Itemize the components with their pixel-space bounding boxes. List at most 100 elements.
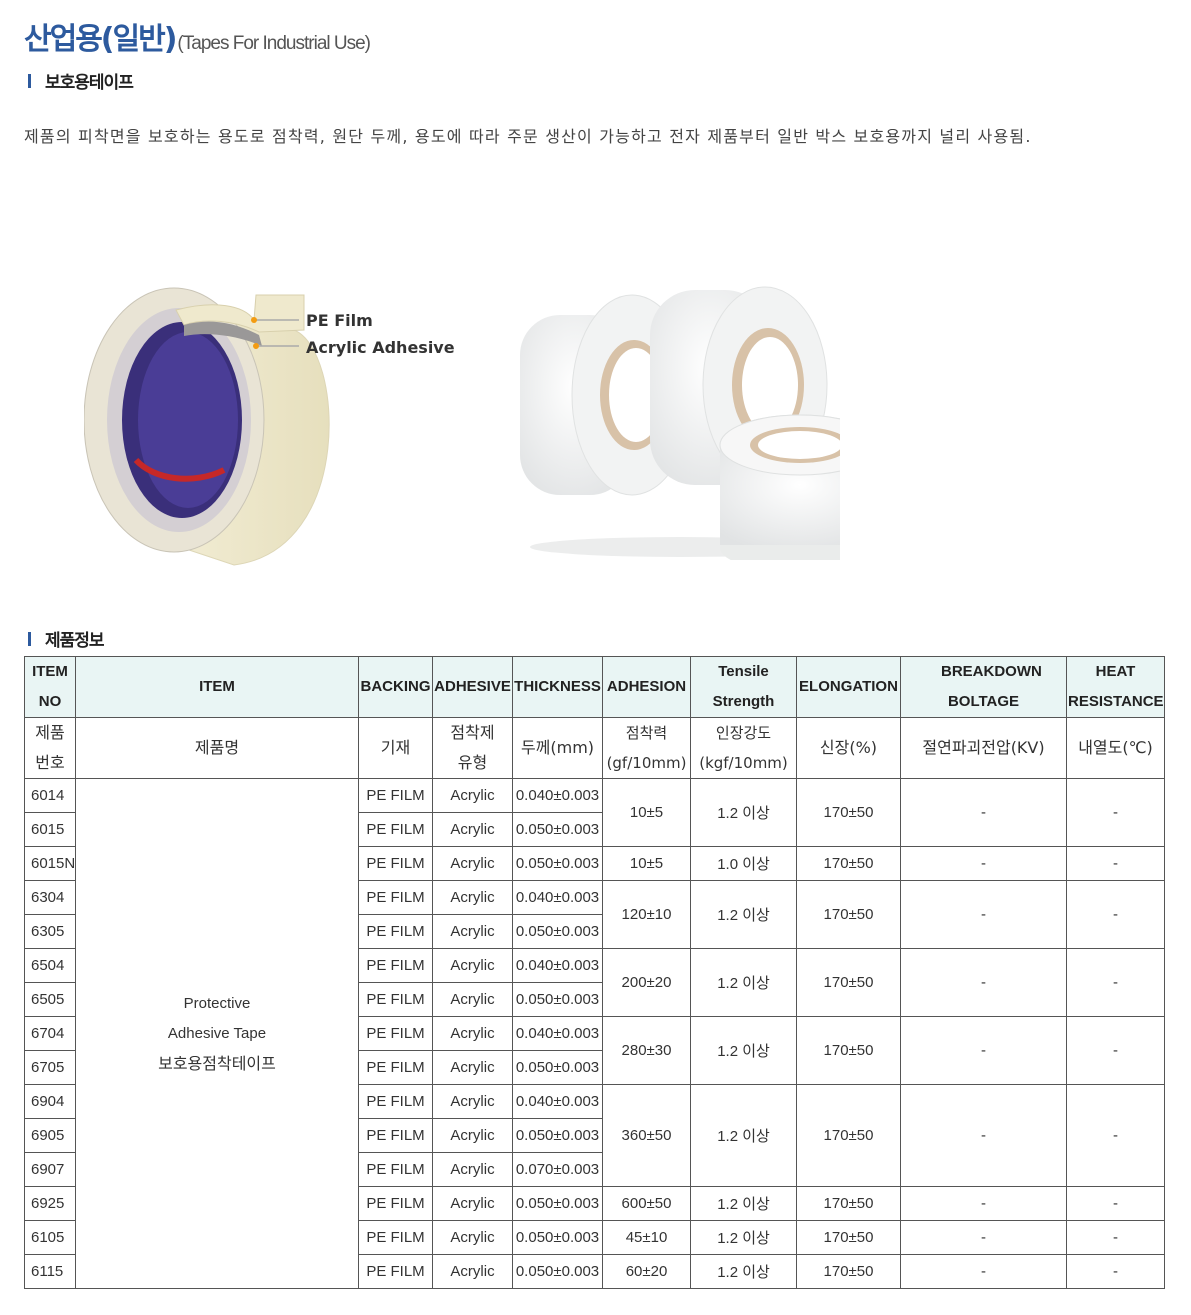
breakdown: -	[900, 1220, 1067, 1255]
core-red-stripe	[133, 457, 226, 482]
table-row: 6704 PE FILM Acrylic 0.040±0.003 280±30 …	[24, 1016, 1165, 1085]
backing: PE FILM	[358, 1118, 433, 1153]
item-no: 6704	[24, 1016, 76, 1051]
heat: -	[1066, 880, 1165, 949]
elongation: 170±50	[796, 1220, 901, 1255]
product-description: 제품의 피착면을 보호하는 용도로 점착력, 원단 두께, 용도에 따라 주문 …	[24, 127, 1032, 146]
col-header-ko: 기재	[358, 717, 433, 779]
table-row: 6305 PE FILM Acrylic 0.050±0.003	[24, 914, 1165, 949]
table-row: 6115 PE FILM Acrylic 0.050±0.003 60±20 1…	[24, 1254, 1165, 1289]
item-name-ko: 보호용점착테이프	[158, 1053, 276, 1073]
backing: PE FILM	[358, 1254, 433, 1289]
item-no: 6904	[24, 1084, 76, 1119]
col-header-ko: 신장(%)	[796, 717, 901, 779]
thickness: 0.050±0.003	[512, 1220, 603, 1255]
thickness: 0.070±0.003	[512, 1152, 603, 1187]
heat: -	[1066, 1186, 1165, 1221]
table-row: 6015 PE FILM Acrylic 0.050±0.003	[24, 812, 1165, 847]
item-no: 6505	[24, 982, 76, 1017]
adhesive: Acrylic	[432, 778, 513, 813]
product-spec-table: ITEM NO ITEM BACKING ADHESIVE THICKNESS …	[24, 656, 1165, 1289]
thickness: 0.050±0.003	[512, 1254, 603, 1289]
col-header: ADHESIVE	[432, 656, 513, 718]
adhesive: Acrylic	[432, 880, 513, 915]
section-heading-protective-tape: 보호용테이프	[28, 68, 134, 93]
pe-film-layer	[175, 294, 305, 333]
heat: -	[1066, 1084, 1165, 1187]
backing: PE FILM	[358, 1220, 433, 1255]
col-header: THICKNESS	[512, 656, 603, 718]
adhesion: 600±50	[602, 1186, 691, 1221]
breakdown: -	[900, 880, 1067, 949]
thickness: 0.050±0.003	[512, 914, 603, 949]
elongation: 170±50	[796, 1254, 901, 1289]
section-bar	[28, 73, 31, 88]
thickness: 0.040±0.003	[512, 1016, 603, 1051]
adhesive-layer	[184, 321, 262, 346]
col-header-ko: 내열도(℃)	[1066, 717, 1165, 779]
tensile: 1.2 이상	[690, 1186, 797, 1221]
breakdown: -	[900, 948, 1067, 1017]
backing: PE FILM	[358, 880, 433, 915]
adhesive: Acrylic	[432, 1254, 513, 1289]
elongation: 170±50	[796, 846, 901, 881]
thickness: 0.050±0.003	[512, 1186, 603, 1221]
page-title: 산업용(일반) (Tapes For Industrial Use)	[24, 14, 371, 58]
item-no: 6304	[24, 880, 76, 915]
adhesive: Acrylic	[432, 948, 513, 983]
item-no: 6115	[24, 1254, 76, 1289]
breakdown: -	[900, 778, 1067, 847]
item-no: 6907	[24, 1152, 76, 1187]
tensile: 1.2 이상	[690, 880, 797, 949]
col-header: BREAKDOWN BOLTAGE	[900, 656, 1067, 718]
adhesive: Acrylic	[432, 982, 513, 1017]
item-no: 6015N	[24, 846, 76, 881]
tensile: 1.0 이상	[690, 846, 797, 881]
tape-structure-diagram: PE Film Acrylic Adhesive	[84, 287, 455, 566]
adhesion: 120±10	[602, 880, 691, 949]
product-photo	[520, 286, 840, 560]
item-no: 6925	[24, 1186, 76, 1221]
header-row-en: ITEM NO ITEM BACKING ADHESIVE THICKNESS …	[24, 656, 1165, 718]
breakdown: -	[900, 1016, 1067, 1085]
backing: PE FILM	[358, 1016, 433, 1051]
adhesion: 200±20	[602, 948, 691, 1017]
col-header: BACKING	[358, 656, 433, 718]
breakdown: -	[900, 1186, 1067, 1221]
elongation: 170±50	[796, 1016, 901, 1085]
thickness: 0.050±0.003	[512, 982, 603, 1017]
section-heading-label: 제품정보	[45, 631, 105, 651]
thickness: 0.050±0.003	[512, 846, 603, 881]
thickness: 0.050±0.003	[512, 1118, 603, 1153]
table-row: 6904 PE FILM Acrylic 0.040±0.003 360±50 …	[24, 1084, 1165, 1187]
thickness: 0.050±0.003	[512, 812, 603, 847]
elongation: 170±50	[796, 1186, 901, 1221]
item-no: 6905	[24, 1118, 76, 1153]
col-header: ITEM NO	[24, 656, 76, 718]
col-header-ko: 절연파괴전압(KV)	[900, 717, 1067, 779]
adhesion: 280±30	[602, 1016, 691, 1085]
backing: PE FILM	[358, 1050, 433, 1085]
adhesion: 360±50	[602, 1084, 691, 1187]
item-name-line: Protective	[183, 994, 251, 1012]
heat: -	[1066, 778, 1165, 847]
table-row: 6907 PE FILM Acrylic 0.070±0.003	[24, 1152, 1165, 1187]
tensile: 1.2 이상	[690, 1220, 797, 1255]
backing: PE FILM	[358, 1186, 433, 1221]
heat: -	[1066, 1254, 1165, 1289]
item-name: Protective Adhesive Tape 보호용점착테이프	[75, 778, 359, 1289]
col-header-ko: 제품명	[75, 717, 359, 779]
heat: -	[1066, 846, 1165, 881]
thickness: 0.050±0.003	[512, 1050, 603, 1085]
backing: PE FILM	[358, 778, 433, 813]
backing: PE FILM	[358, 1152, 433, 1187]
section-heading-label: 보호용테이프	[45, 73, 134, 93]
col-header: Tensile Strength	[690, 656, 797, 718]
adhesive: Acrylic	[432, 846, 513, 881]
thickness: 0.040±0.003	[512, 778, 603, 813]
thickness: 0.040±0.003	[512, 1084, 603, 1119]
col-header-ko: 점착제 유형	[432, 717, 513, 779]
breakdown: -	[900, 1084, 1067, 1187]
tensile: 1.2 이상	[690, 1016, 797, 1085]
table-row: 6705 PE FILM Acrylic 0.050±0.003	[24, 1050, 1165, 1085]
